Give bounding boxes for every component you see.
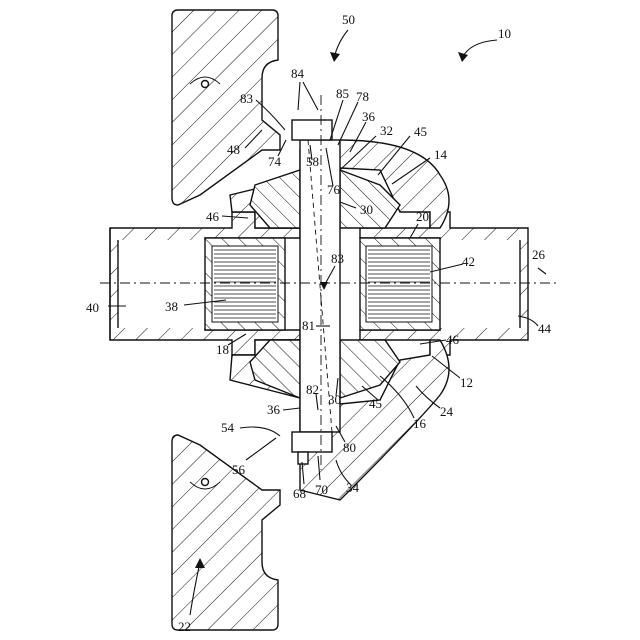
ref-81: 81 bbox=[302, 318, 315, 333]
ref-30-upper: 30 bbox=[360, 202, 373, 217]
ref-20: 20 bbox=[416, 209, 429, 224]
ref-45-lower: 45 bbox=[369, 396, 382, 411]
ref-10: 10 bbox=[498, 26, 511, 41]
ref-36-lower: 36 bbox=[267, 402, 281, 417]
ref-58: 58 bbox=[306, 154, 319, 169]
ref-18: 18 bbox=[216, 342, 229, 357]
ref-32: 32 bbox=[380, 123, 393, 138]
ref-46-upper: 46 bbox=[206, 209, 220, 224]
ref-70: 70 bbox=[315, 482, 328, 497]
ref-14: 14 bbox=[434, 147, 448, 162]
ref-50: 50 bbox=[342, 12, 355, 27]
ref-42: 42 bbox=[462, 254, 475, 269]
ref-34: 34 bbox=[346, 480, 360, 495]
ref-16: 16 bbox=[413, 416, 427, 431]
ref-12: 12 bbox=[460, 375, 473, 390]
ref-68: 68 bbox=[293, 486, 306, 501]
ref-38: 38 bbox=[165, 299, 178, 314]
ref-85: 85 bbox=[336, 86, 349, 101]
ref-82: 82 bbox=[306, 382, 319, 397]
side-gear-right bbox=[360, 238, 440, 330]
ref-30-lower: 30 bbox=[328, 392, 341, 407]
ref-74: 74 bbox=[268, 154, 282, 169]
ref-40: 40 bbox=[86, 300, 99, 315]
ref-45-upper: 45 bbox=[414, 124, 427, 139]
ref-83-center: 83 bbox=[331, 251, 344, 266]
ref-26: 26 bbox=[532, 247, 546, 262]
ref-83-upper: 83 bbox=[240, 91, 253, 106]
ref-78: 78 bbox=[356, 89, 369, 104]
ref-24: 24 bbox=[440, 404, 454, 419]
ref-22: 22 bbox=[178, 619, 191, 634]
ref-46-lower: 46 bbox=[446, 332, 460, 347]
ref-54: 54 bbox=[221, 420, 235, 435]
ref-80: 80 bbox=[343, 440, 356, 455]
side-gear-left bbox=[205, 238, 285, 330]
ref-48: 48 bbox=[227, 142, 240, 157]
ref-76: 76 bbox=[327, 182, 341, 197]
ref-84: 84 bbox=[291, 66, 305, 81]
ring-gear-lower bbox=[172, 435, 280, 630]
ref-44: 44 bbox=[538, 321, 552, 336]
ref-36-upper: 36 bbox=[362, 109, 376, 124]
ref-56: 56 bbox=[232, 462, 246, 477]
